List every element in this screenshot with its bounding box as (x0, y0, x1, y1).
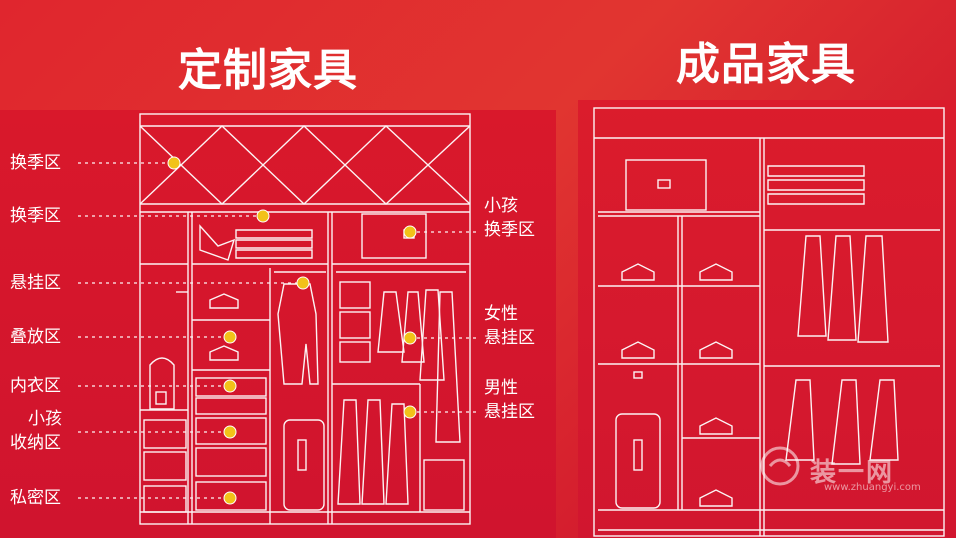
label-kids-season-line2: 换季区 (484, 220, 535, 240)
custom-wardrobe-frame (139, 113, 471, 525)
label-kids-storage-line1: 小孩 (28, 409, 62, 429)
label-kids-storage-line2: 收纳区 (10, 433, 61, 453)
marker-season (256, 209, 270, 223)
label-hanging: 悬挂区 (10, 273, 61, 293)
watermark-url: www.zhuangyi.com (824, 482, 921, 493)
finished-wardrobe-frame (593, 107, 945, 537)
label-women-hanging-line1: 女性 (484, 304, 518, 324)
marker-underwear (223, 379, 237, 393)
marker-men-hanging (403, 405, 417, 419)
finished-furniture-panel (578, 100, 956, 538)
label-women-hanging-line2: 悬挂区 (484, 328, 535, 348)
label-men-hanging-line1: 男性 (484, 378, 518, 398)
marker-folding (223, 330, 237, 344)
marker-hanging (296, 276, 310, 290)
label-men-hanging-line2: 悬挂区 (484, 402, 535, 422)
label-folding: 叠放区 (10, 327, 61, 347)
watermark-text: 装一网 (810, 458, 895, 488)
marker-private (223, 491, 237, 505)
marker-kids-storage (223, 425, 237, 439)
marker-kids-season (403, 225, 417, 239)
marker-women-hanging (403, 331, 417, 345)
label-underwear: 内衣区 (10, 376, 61, 396)
label-kids-season-line1: 小孩 (484, 196, 518, 216)
label-season-top: 换季区 (10, 153, 61, 173)
label-private: 私密区 (10, 488, 61, 508)
label-season: 换季区 (10, 206, 61, 226)
finished-furniture-title: 成品家具 (676, 39, 856, 90)
zone-markers (167, 156, 417, 505)
marker-season-top (167, 156, 181, 170)
watermark-logo-icon (760, 446, 800, 486)
custom-furniture-title: 定制家具 (178, 45, 358, 96)
leader-lines (78, 162, 478, 499)
